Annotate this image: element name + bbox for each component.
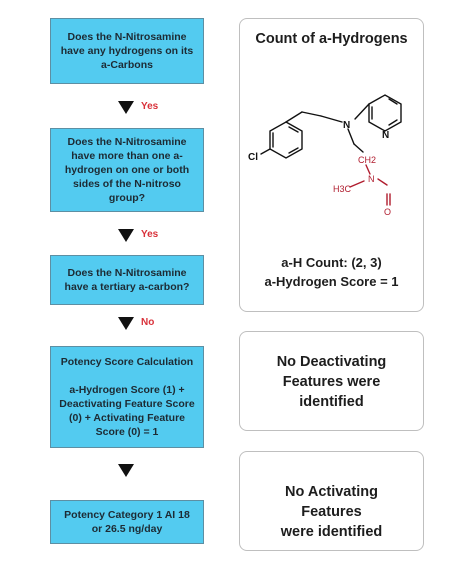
flow-step-text: have more than one a- [71, 150, 183, 162]
activating-features-panel: No Activating Features were identified [239, 451, 424, 551]
deactivating-features-panel: No Deactivating Features were identified [239, 331, 424, 431]
flow-step-text: Deactivating Feature Score [59, 398, 195, 410]
flow-arrow [118, 317, 134, 330]
flow-step-text: Potency Category 1 AI 18 [64, 509, 190, 521]
flow-answer-label: Yes [141, 229, 159, 240]
flow-answer-label: Yes [141, 101, 159, 112]
flow-step-text: hydrogen on one or both [64, 164, 190, 176]
flow-arrow [118, 229, 134, 242]
flow-step-text: Potency Score Calculation [60, 356, 194, 368]
alpha-hydrogen-count-panel: Count of a-Hydrogens a-H Count: (2, 3) a… [239, 18, 424, 312]
flow-step-text: sides of the N-nitroso [73, 178, 181, 190]
flow-step-text: Does the N-Nitrosamine [67, 136, 187, 148]
flow-step-multiple-alpha-hydrogens: Does the N-Nitrosamine have more than on… [50, 128, 204, 212]
flow-arrow [118, 101, 134, 114]
panel-text-line: were identified [280, 524, 383, 540]
flow-step-text: Does the N-Nitrosamine [67, 267, 187, 279]
atom-label: N [368, 174, 375, 184]
panel-title: Count of a-Hydrogens [255, 31, 408, 47]
flow-step-text: have a tertiary a-carbon? [64, 281, 190, 293]
panel-text-line: Features were [282, 374, 381, 390]
panel-text-line: No Deactivating [276, 354, 387, 370]
alpha-h-count-text: a-H Count: (2, 3) [281, 255, 382, 270]
flow-step-potency-score: Potency Score Calculation a-Hydrogen Sco… [50, 346, 204, 448]
flow-arrow [118, 464, 134, 477]
alpha-h-score-text: a-Hydrogen Score = 1 [264, 274, 399, 289]
atom-label: Cl [248, 152, 258, 163]
molecule-structure: Cl N N CH2 N H3C O [248, 94, 402, 217]
flow-step-text: Score (0) = 1 [95, 426, 159, 438]
atom-label: H3C [333, 184, 352, 194]
flow-step-text: have any hydrogens on its [60, 45, 194, 57]
flow-answer-label: No [141, 317, 155, 328]
flow-step-text: (0) + Activating Feature [68, 412, 185, 424]
flow-step-text: or 26.5 ng/day [91, 523, 163, 535]
atom-label: CH2 [358, 155, 376, 165]
flow-step-text: group? [108, 192, 146, 204]
flow-step-alpha-hydrogens: Does the N-Nitrosamine have any hydrogen… [50, 18, 204, 84]
deactivating-features-text: No Deactivating Features were identified [240, 352, 423, 412]
atom-label: O [384, 207, 391, 217]
flow-step-potency-category: Potency Category 1 AI 18 or 26.5 ng/day [50, 500, 204, 544]
flow-step-tertiary-carbon: Does the N-Nitrosamine have a tertiary a… [50, 255, 204, 305]
activating-features-text: No Activating Features were identified [240, 482, 423, 542]
flow-step-text: Does the N-Nitrosamine [67, 31, 187, 43]
panel-text-line: No Activating [285, 484, 378, 500]
atom-label: N [382, 130, 389, 141]
panel-text-line: identified [299, 394, 364, 410]
panel-text-line: Features [301, 504, 362, 520]
flow-step-text: a-Carbons [101, 59, 153, 71]
flow-step-text: a-Hydrogen Score (1) + [69, 384, 185, 396]
atom-label: N [343, 120, 350, 131]
